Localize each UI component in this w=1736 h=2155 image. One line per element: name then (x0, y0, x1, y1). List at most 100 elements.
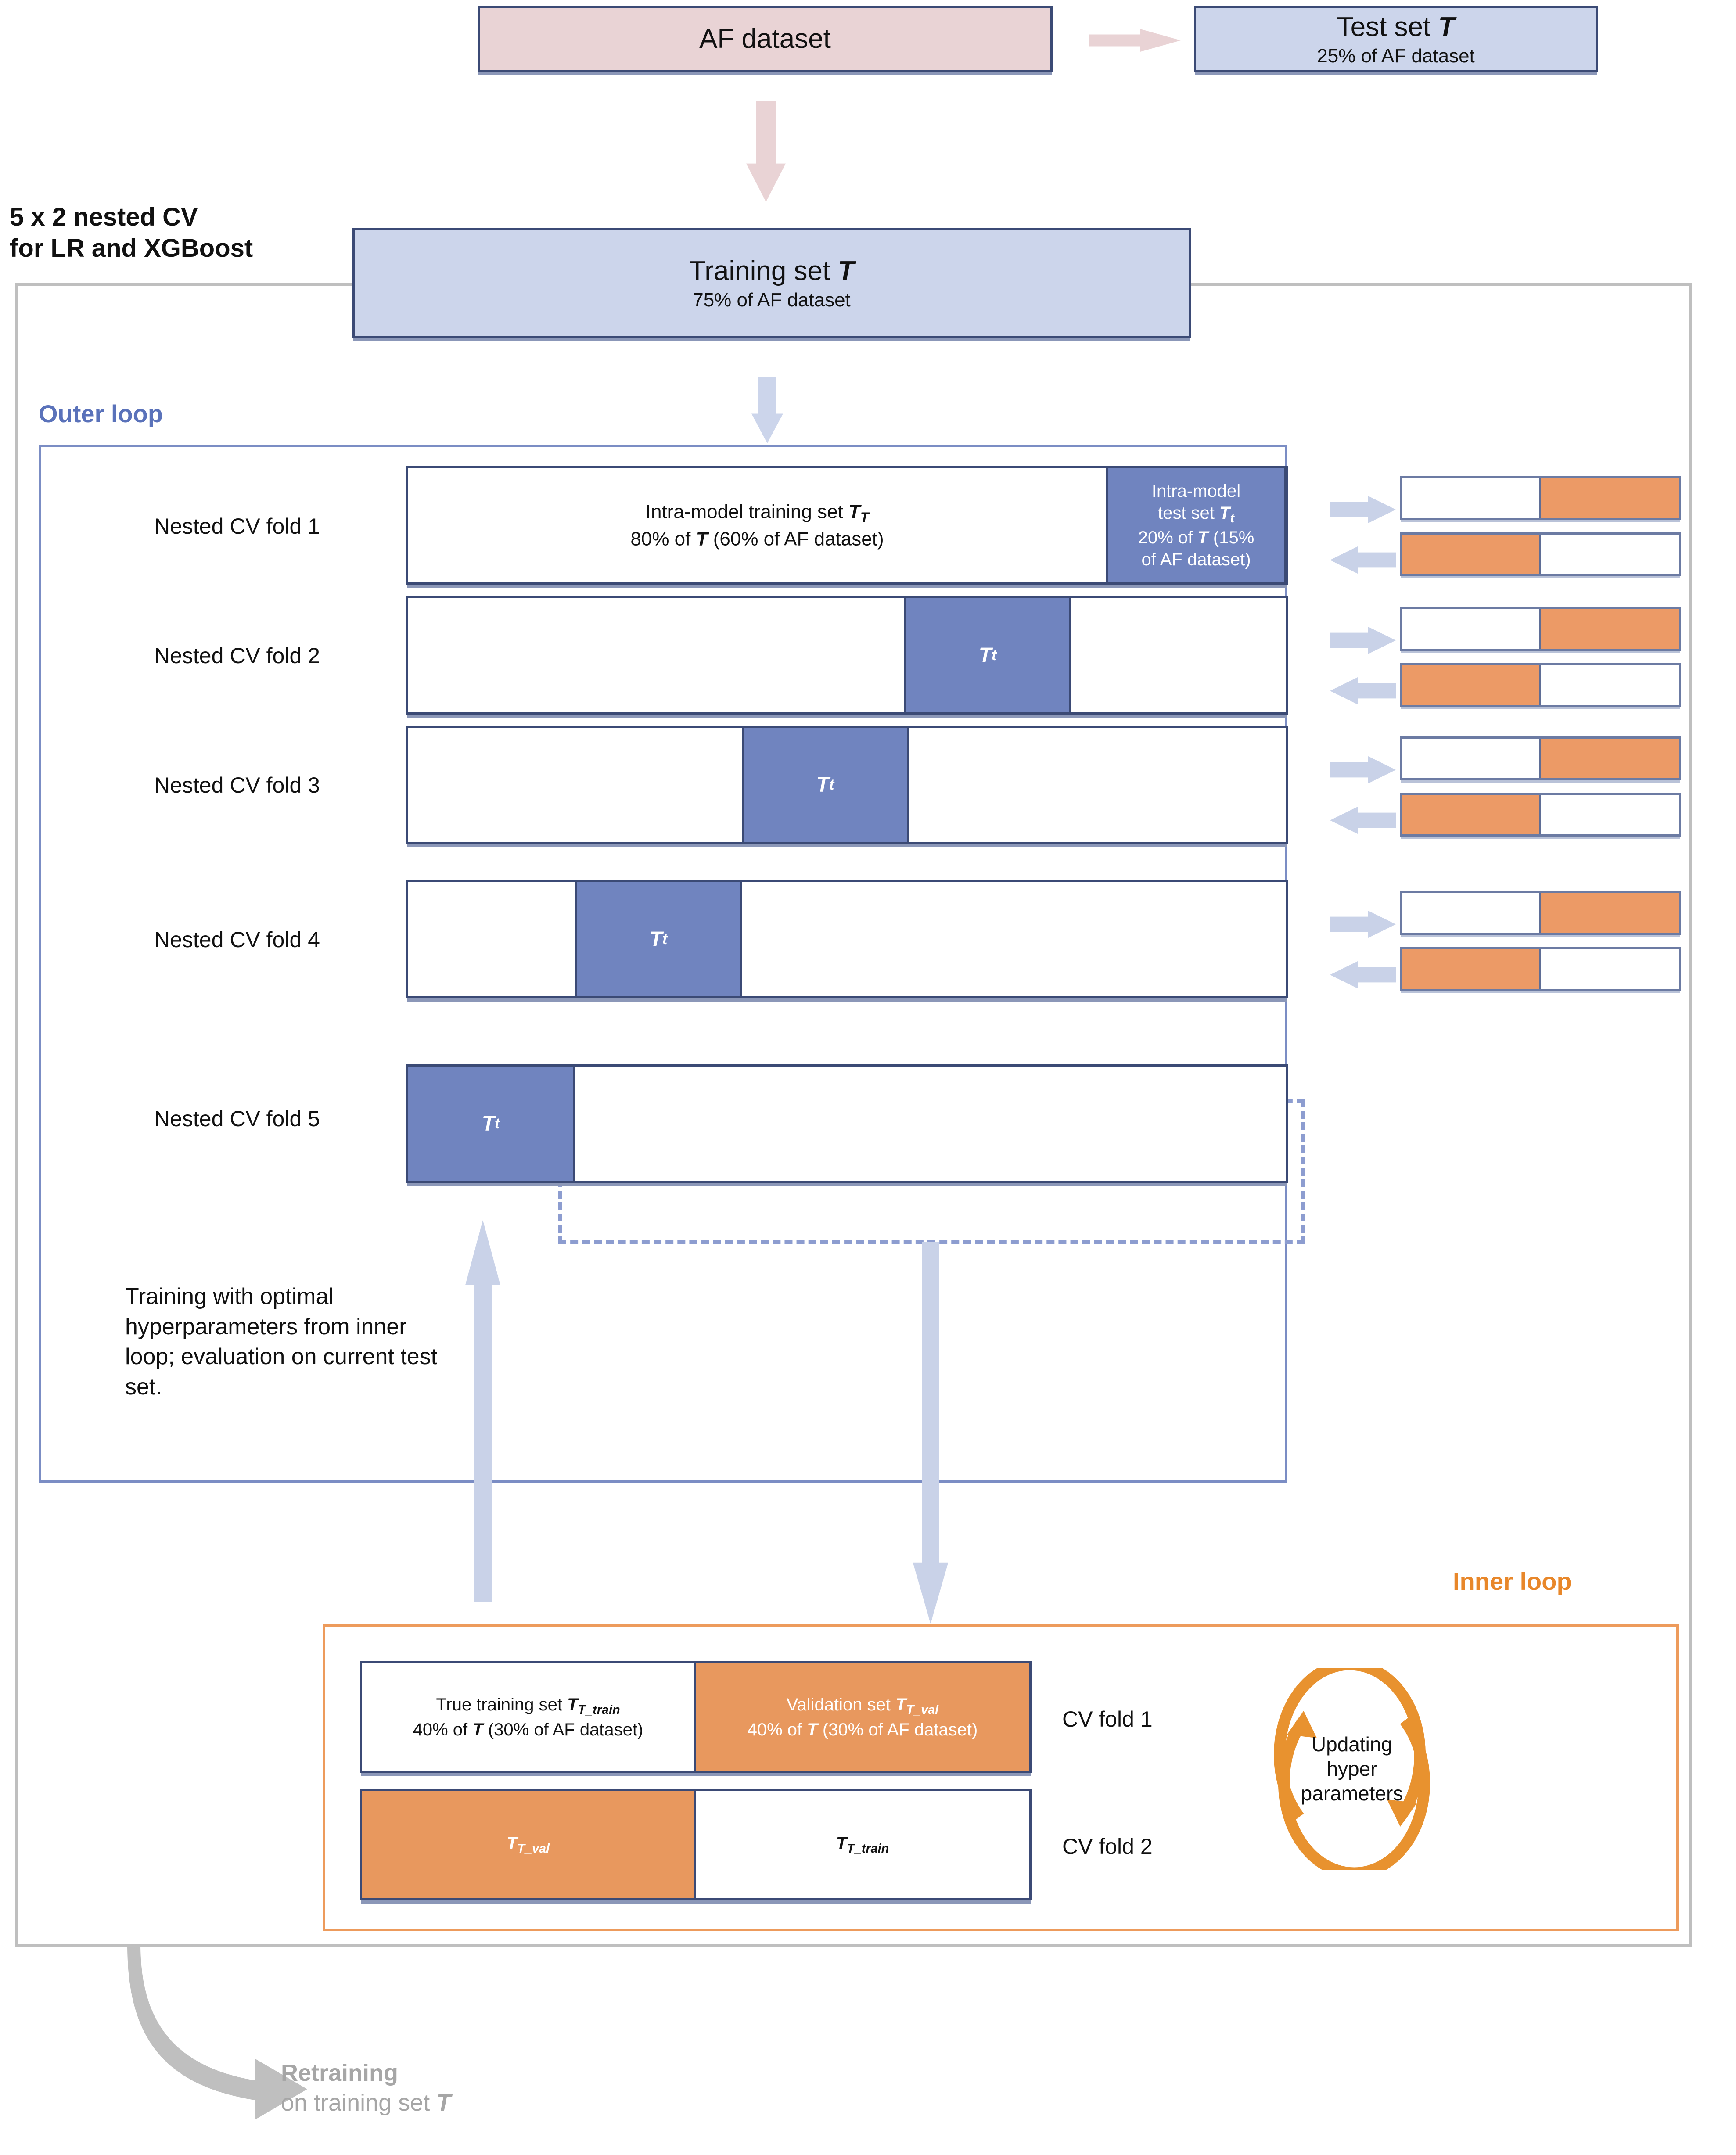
fold-3-test-symbol-sub: t (829, 776, 834, 793)
inner-row-1-train-symbol-sub: T_train (578, 1702, 620, 1717)
mini-bar-pair-3 (1400, 736, 1681, 837)
inner-loop-frame (323, 1624, 1679, 1931)
mini-bar-4-bottom-val (1402, 949, 1541, 989)
inner-row-1-val-pct-b: (30% of AF dataset) (817, 1720, 978, 1740)
mini-bar-2-top-val (1541, 609, 1679, 649)
retraining-line-2: on training set T (281, 2088, 451, 2118)
mini-bar-4-top (1400, 891, 1681, 935)
inner-row-1-val-symbol: T (895, 1695, 906, 1714)
inner-row-1-train-pct-b: (30% of AF dataset) (483, 1720, 643, 1740)
mini-bar-2-bottom-train (1541, 665, 1679, 705)
fold-label-2: Nested CV fold 2 (154, 643, 320, 668)
mini-bar-3-top-train (1402, 739, 1541, 778)
mini-bar-2-bottom (1400, 663, 1681, 707)
test-set-symbol: T (1438, 11, 1455, 42)
fold-1-test-text: test set (1157, 503, 1220, 523)
inner-row-2-train: TT_train (696, 1791, 1029, 1898)
fold-2-test-symbol-sub: t (991, 646, 997, 664)
mini-bar-pair-1 (1400, 476, 1681, 576)
fold-3-test-symbol: T (816, 773, 829, 797)
inner-row-1-val-pct-a: 40% of (747, 1720, 807, 1740)
test-set-title-text: Test set (1337, 11, 1438, 42)
inner-row-2-train-line-1: TT_train (836, 1832, 889, 1857)
af-dataset-box: AF dataset (478, 6, 1053, 72)
fold-1-train-line-2: 80% of T (60% of AF dataset) (408, 526, 1106, 551)
inner-row-1-val-line-1: Validation set TT_val (787, 1693, 938, 1718)
mini-bar-pair-4 (1400, 891, 1681, 991)
fold-1-test-pct-a: 20% of (1138, 528, 1198, 548)
test-set-sublabel: 25% of AF dataset (1317, 45, 1475, 67)
retraining-label: Retraining on training set T (281, 2058, 451, 2118)
inner-row-2-train-symbol: T (836, 1833, 847, 1853)
fold-label-3: Nested CV fold 3 (154, 773, 320, 797)
mini-bar-3-top (1400, 736, 1681, 780)
mini-bar-4-bottom (1400, 947, 1681, 991)
updating-hyperparameters-cycle: Updating hyper parameters (1255, 1659, 1448, 1879)
fold-1-test-pct-symbol: T (1197, 528, 1208, 548)
inner-row-1-val-text: Validation set (786, 1695, 896, 1714)
inner-row-2-val-symbol-sub: T_val (517, 1841, 550, 1856)
inner-row-1-val-symbol-sub: T_val (906, 1702, 939, 1717)
fold-1-test-line-2: test set Tt (1158, 502, 1234, 527)
mini-bar-1-bottom (1400, 532, 1681, 576)
mini-bar-1-bottom-train (1541, 535, 1679, 574)
fold-1-test-symbol: T (1219, 503, 1230, 523)
outer-loop-label: Outer loop (39, 400, 163, 427)
arrow-right-to-test-set-icon (1089, 29, 1181, 52)
fold-1-train-symbol-sub: T (860, 509, 869, 525)
outer-loop-explanation: Training with optimal hyperparameters fr… (125, 1284, 438, 1400)
inner-row-2-train-symbol-sub: T_train (847, 1841, 889, 1856)
mini-bar-1-bottom-val (1402, 535, 1541, 574)
inner-row-2-val-line-1: TT_val (507, 1832, 550, 1857)
inner-row-1-train: True training set TT_train 40% of T (30%… (362, 1663, 696, 1771)
fold-1-test-symbol-sub: t (1230, 511, 1235, 526)
test-set-box: Test set T 25% of AF dataset (1194, 6, 1598, 72)
fold-label-4: Nested CV fold 4 (154, 927, 320, 952)
inner-row-1-val-pct-symbol: T (807, 1720, 818, 1740)
inner-row-1-train-symbol: T (567, 1695, 578, 1714)
inner-loop-label: Inner loop (1453, 1567, 1572, 1595)
inner-row-1-train-pct-symbol: T (472, 1720, 483, 1740)
fold-1-train-symbol: T (848, 501, 860, 523)
fold-label-5: Nested CV fold 5 (154, 1106, 320, 1131)
retraining-arrow-icon (127, 1944, 307, 2120)
mini-bar-3-bottom (1400, 793, 1681, 837)
mini-bar-3-bottom-val (1402, 795, 1541, 834)
inner-row-1-train-line-2: 40% of T (30% of AF dataset) (413, 1718, 643, 1741)
inner-row-1-train-pct-a: 40% of (413, 1720, 473, 1740)
page-title-line-1: 5 x 2 nested CV (10, 203, 198, 231)
fold-1-test-line-4: of AF dataset) (1141, 550, 1251, 570)
mini-bar-2-bottom-val (1402, 665, 1541, 705)
page-title-line-2: for LR and XGBoost (10, 233, 253, 262)
cycle-label-line-1: Updating (1311, 1732, 1393, 1756)
fold-1-test-line-3: 20% of T (15% (1138, 527, 1254, 549)
mini-bar-3-bottom-train (1541, 795, 1679, 834)
page-title: 5 x 2 nested CV for LR and XGBoost (10, 202, 253, 264)
retraining-line-2-symbol: T (436, 2089, 451, 2116)
cycle-label-line-2: hyper (1326, 1757, 1377, 1780)
mini-bar-2-top-train (1402, 609, 1541, 649)
mini-bar-1-top-val (1541, 478, 1679, 518)
training-set-sublabel: 75% of AF dataset (693, 289, 851, 311)
mini-bar-3-top-val (1541, 739, 1679, 778)
cycle-label: Updating hyper parameters (1255, 1668, 1448, 1870)
fold-5-test-symbol-sub: t (494, 1115, 500, 1132)
fold-bar-1: Intra-model training set TT 80% of T (60… (406, 466, 1288, 585)
training-set-label: Training set T (689, 254, 855, 288)
fold-1-train-label: Intra-model training set TT 80% of T (60… (408, 499, 1106, 551)
inner-row-1-val: Validation set TT_val 40% of T (30% of A… (696, 1663, 1029, 1771)
inner-row-1: True training set TT_train 40% of T (30%… (360, 1661, 1032, 1773)
mini-bar-2-top (1400, 607, 1681, 651)
retraining-line-2-text: on training set (281, 2089, 437, 2116)
training-set-symbol: T (837, 255, 855, 286)
fold-1-train-text: Intra-model training set (645, 501, 848, 523)
fold-label-1: Nested CV fold 1 (154, 514, 320, 539)
mini-bar-4-top-train (1402, 893, 1541, 933)
mini-bar-pair-2 (1400, 607, 1681, 707)
